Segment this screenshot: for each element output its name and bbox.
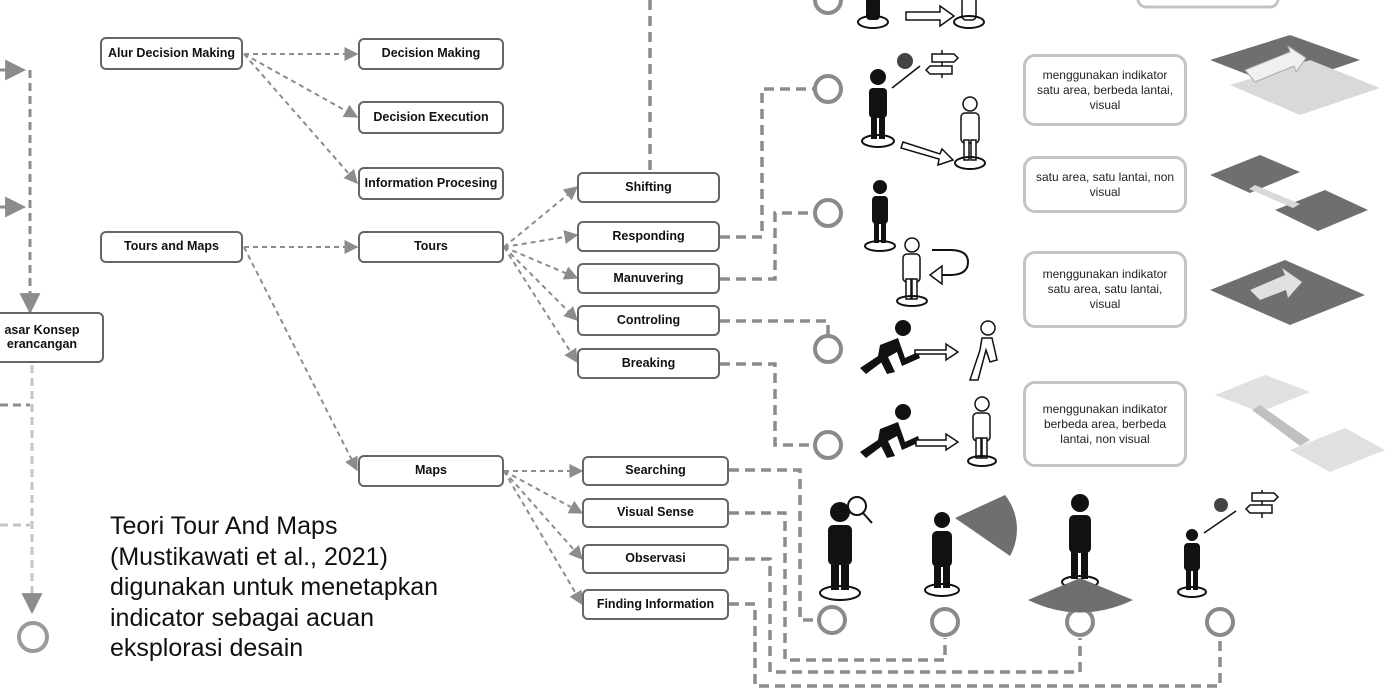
person-walking-outline-icon xyxy=(968,320,998,381)
brain-icon xyxy=(897,53,913,69)
searching-node: Searching xyxy=(582,456,729,486)
person-black-standing-icon xyxy=(866,0,880,20)
alur-decision-making-node: Alur Decision Making xyxy=(100,37,243,70)
decision-execution-node: Decision Execution xyxy=(358,101,504,134)
u-turn-arrow-icon xyxy=(932,249,970,276)
shifting-node: Shifting xyxy=(577,172,720,203)
person-searching-icon xyxy=(828,502,852,590)
signpost-icon-2 xyxy=(1244,490,1280,518)
route-connectors xyxy=(648,0,1222,688)
branch-arrows xyxy=(243,47,584,606)
plan-arrow-two-floor xyxy=(1210,35,1380,115)
signpost-icon xyxy=(924,50,960,78)
plan-same-floor-nonvisual xyxy=(1210,155,1368,231)
person-visual-sense-icon xyxy=(932,512,952,588)
person-thinking-icon xyxy=(869,69,887,139)
person-finding-information-icon xyxy=(1184,529,1200,590)
caption-line-2: (Mustikawati et al., 2021) xyxy=(110,542,388,571)
dasar-konsep-node: asar Konsep erancangan xyxy=(0,312,104,363)
controling-node: Controling xyxy=(577,305,720,336)
person-observasi-icon xyxy=(1069,494,1091,579)
observation-area-icon xyxy=(1028,578,1133,613)
description-box-4: menggunakan indikator berbeda area, berb… xyxy=(1023,381,1187,467)
person-running-icon-2 xyxy=(860,404,920,458)
description-box-3: menggunakan indikator satu area, satu la… xyxy=(1023,251,1187,328)
description-box-1: menggunakan indikator satu area, berbeda… xyxy=(1023,54,1187,126)
maps-node: Maps xyxy=(358,455,504,487)
person-outline-icon-3 xyxy=(972,396,991,459)
vision-cone-icon xyxy=(955,495,1017,556)
end-circle xyxy=(17,621,49,653)
left-margin-connectors xyxy=(0,59,43,615)
caption-line-3: digunakan untuk menetapkan xyxy=(110,573,439,601)
circle-markers xyxy=(813,0,1235,637)
information-processing-node: Information Procesing xyxy=(358,167,504,200)
floor-plan-illustrations xyxy=(1210,35,1385,472)
person-outline-icon-2 xyxy=(902,237,921,300)
person-running-icon xyxy=(860,320,920,374)
caption-line-4: indicator sebagai acuan xyxy=(110,603,375,632)
description-box-2: satu area, satu lantai, non visual xyxy=(1023,156,1187,213)
manuvering-node: Manuvering xyxy=(577,263,720,294)
caption-line-5: eksplorasi desain xyxy=(110,634,304,662)
brain-icon-2 xyxy=(1214,498,1228,512)
tours-and-maps-node: Tours and Maps xyxy=(100,231,243,263)
caption-line-1: Teori Tour And Maps xyxy=(110,512,338,540)
person-outline-icon xyxy=(960,96,980,161)
caption-text: Teori Tour And Maps (Mustikawati et al.,… xyxy=(110,511,530,664)
responding-node: Responding xyxy=(577,221,720,252)
finding-information-node: Finding Information xyxy=(582,589,729,620)
observasi-node: Observasi xyxy=(582,544,729,574)
walking-figures xyxy=(857,0,998,467)
tours-node: Tours xyxy=(358,231,504,263)
person-black-icon-2 xyxy=(872,180,888,243)
sense-figures xyxy=(819,490,1280,613)
breaking-node: Breaking xyxy=(577,348,720,379)
decision-making-node: Decision Making xyxy=(358,38,504,70)
magnifier-icon xyxy=(847,496,873,524)
top-cut-box xyxy=(1136,0,1280,9)
plan-same-floor-visual xyxy=(1210,260,1365,325)
visual-sense-node: Visual Sense xyxy=(582,498,729,528)
plan-different-area-floor xyxy=(1215,375,1385,472)
